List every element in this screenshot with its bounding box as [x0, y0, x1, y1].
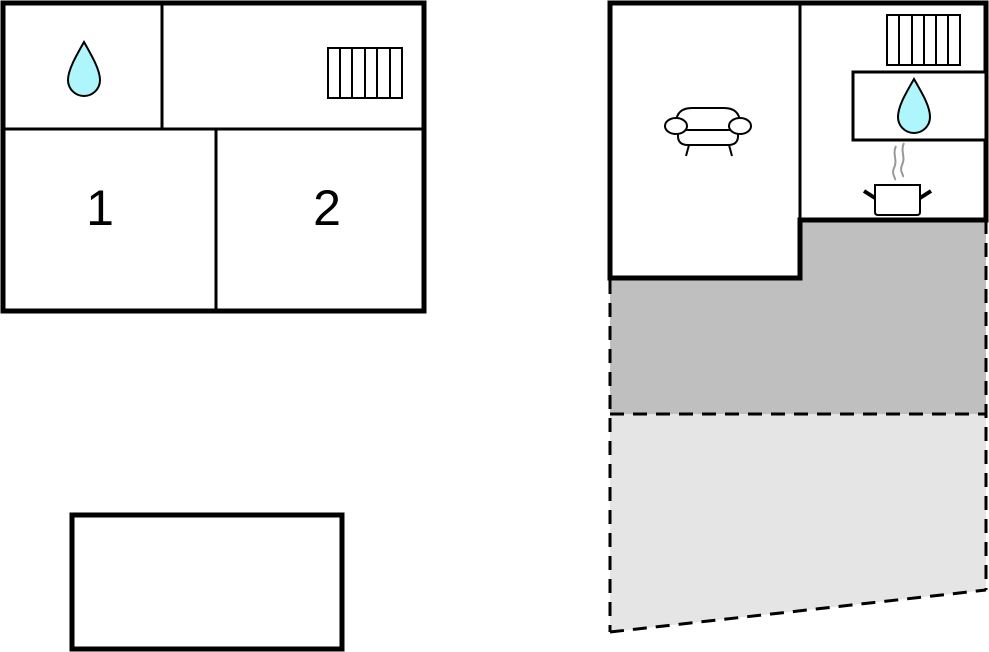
radiator-icon [886, 14, 961, 66]
room-label-2: 2 [313, 180, 341, 236]
cooking-pot-icon [862, 184, 933, 216]
floor-right [607, 0, 989, 634]
sofa-icon [664, 107, 752, 157]
steam-icon [892, 142, 905, 181]
water-drop-icon [66, 39, 102, 97]
water-drop-icon [896, 76, 932, 134]
outbuilding [69, 512, 345, 652]
terrace-outline [608, 220, 988, 634]
open-terrace [610, 414, 986, 632]
floor-left: 1 2 [0, 0, 427, 314]
covered-terrace [610, 220, 986, 414]
radiator-icon [327, 47, 403, 99]
room-label-1: 1 [86, 180, 114, 236]
